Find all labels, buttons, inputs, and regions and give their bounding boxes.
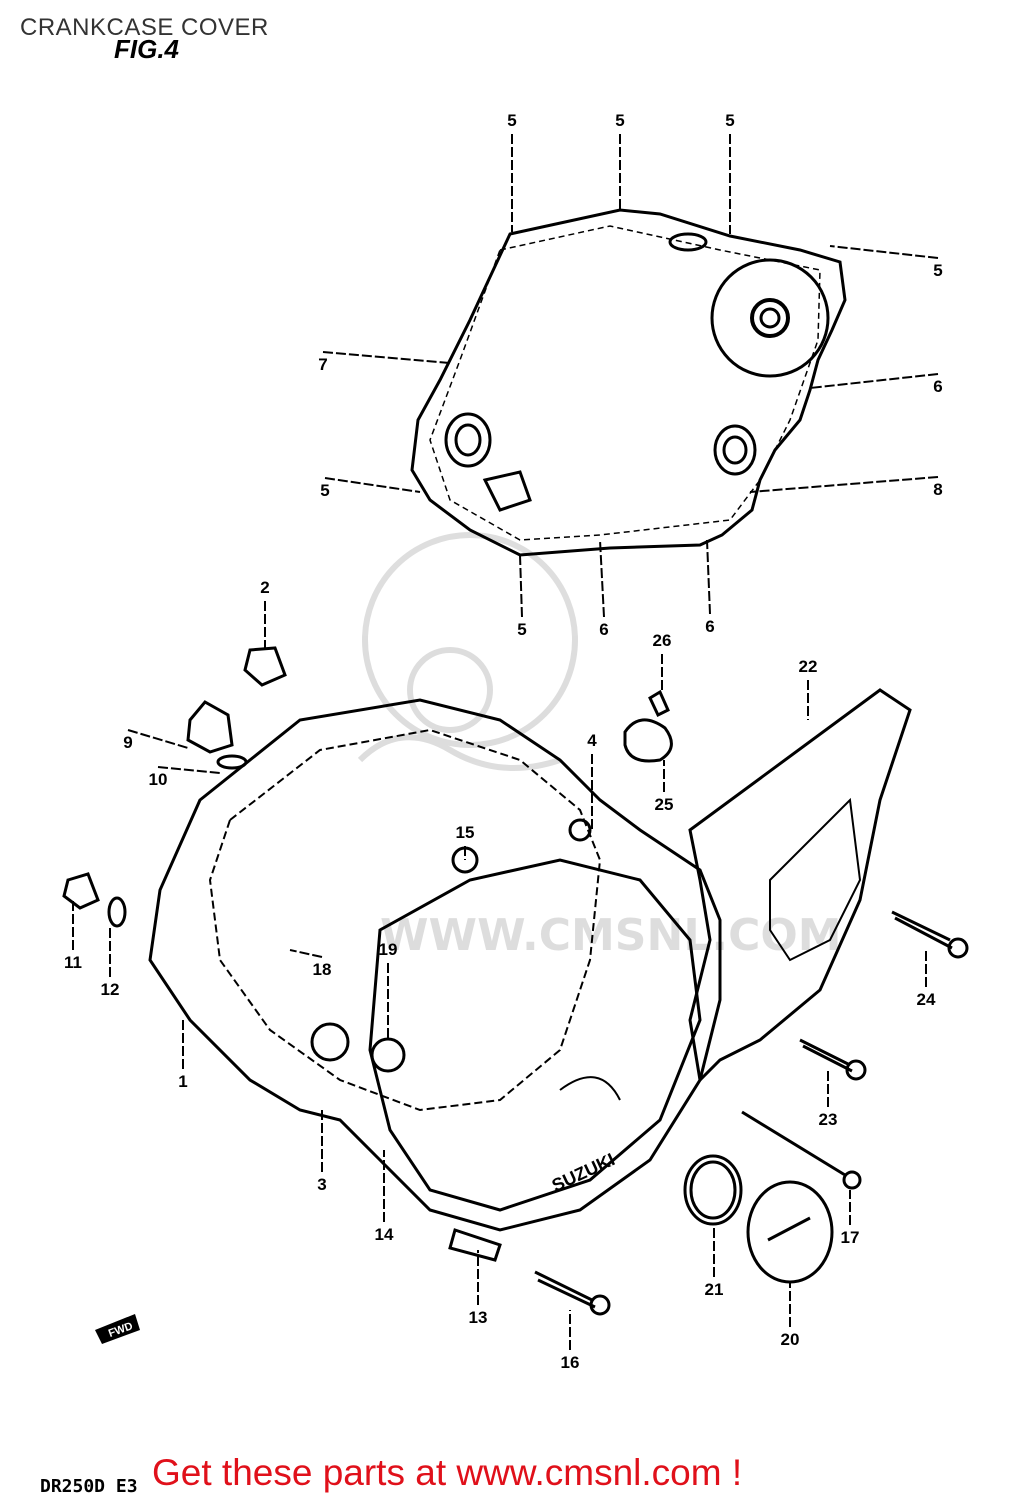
callout-number: 5 [320, 481, 329, 500]
callout-number: 3 [317, 1175, 326, 1194]
callout-leader-line [324, 477, 421, 493]
cta-link-text[interactable]: Get these parts at www.cmsnl.com ! [152, 1452, 743, 1493]
callout-leader-line [599, 539, 605, 618]
callout-leader-line [322, 351, 451, 364]
callout-number: 21 [705, 1280, 724, 1299]
upper-cover-part [410, 208, 847, 557]
callout-number: 4 [587, 731, 597, 750]
callout-labels: 5 5 5 5 7 6 5 8 5 6 6 2 26 22 9 10 4 15 25 11 12 19 18 24 1 23 3 17… [64, 111, 943, 1372]
callout-number: 7 [318, 355, 327, 374]
callout-number: 5 [933, 261, 942, 280]
figure-label: FIG.4 [114, 34, 180, 64]
callout-leader-line [157, 766, 221, 774]
callout-number: 11 [64, 953, 82, 972]
callout-number: 9 [123, 733, 132, 752]
page-title: CRANKCASE COVER [20, 14, 269, 41]
callout-number: 23 [819, 1110, 838, 1129]
callout-number: 10 [149, 770, 168, 789]
callout-leader-line [829, 245, 939, 259]
callout-number: 6 [933, 377, 942, 396]
callout-number: 18 [313, 960, 332, 979]
callout-number: 14 [375, 1225, 394, 1244]
model-code: DR250D E3 [40, 1476, 138, 1497]
callout-number: 8 [933, 480, 942, 499]
lower-cover-assembly: SUZUKI [62, 646, 969, 1316]
callout-leader-line [127, 729, 189, 749]
callout-number: 22 [799, 657, 818, 676]
callout-number: 12 [101, 980, 120, 999]
callout-number: 6 [705, 617, 714, 636]
callout-number: 5 [725, 111, 734, 130]
callout-number: 5 [507, 111, 516, 130]
callout-number: 26 [653, 631, 672, 650]
callout-number: 5 [517, 620, 526, 639]
forward-direction-arrow: FWD [95, 1314, 140, 1344]
callout-leader-line [809, 373, 939, 389]
watermark-logo: WWW.CMSNL.COM [357, 532, 842, 961]
callout-number: 19 [379, 940, 398, 959]
callout-number: 1 [178, 1072, 187, 1091]
callout-leader-line [519, 554, 523, 618]
callout-number: 2 [260, 578, 269, 597]
watermark-text: WWW.CMSNL.COM [380, 910, 842, 961]
callout-leader-line [289, 949, 323, 958]
callout-number: 6 [599, 620, 608, 639]
callout-leader-line [706, 539, 711, 615]
callout-number: 16 [561, 1353, 580, 1372]
callout-number: 15 [456, 823, 475, 842]
callout-number: 17 [841, 1228, 860, 1247]
callout-number: 20 [781, 1330, 800, 1349]
callout-leader-line [749, 476, 939, 493]
callout-number: 13 [469, 1308, 488, 1327]
callout-number: 5 [615, 111, 624, 130]
callout-number: 25 [655, 795, 674, 814]
callout-number: 24 [917, 990, 936, 1009]
